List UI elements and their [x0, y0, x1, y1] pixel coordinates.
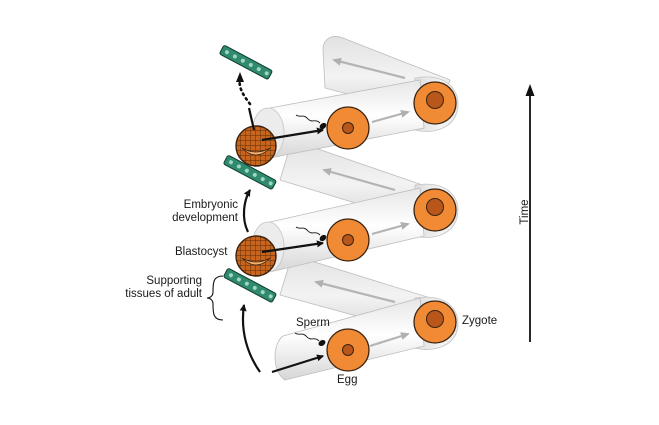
- blastocyst-top: [235, 125, 277, 167]
- egg-cell-bottom: [326, 328, 370, 372]
- arrow-blastocyst-up: [247, 107, 256, 131]
- label-time-axis: Time: [519, 199, 531, 225]
- back-arrow-middle: [322, 168, 396, 192]
- egg-cell-middle: [326, 218, 370, 262]
- front-arrow-top: [371, 110, 410, 124]
- back-arrow-bottom: [314, 279, 396, 304]
- label-embryonic-line2: development: [172, 212, 238, 224]
- tissue-strip-top: [219, 45, 273, 80]
- supporting-tissues-bracket: [206, 275, 224, 321]
- tissue-strip-bottom: [223, 268, 277, 303]
- sperm-cells: [294, 114, 327, 346]
- time-axis-arrowhead: [525, 84, 535, 96]
- front-arrow-middle: [371, 222, 410, 236]
- label-supporting-line1: Supporting: [146, 275, 202, 287]
- arrow-start-to-egg-bottom: [271, 354, 324, 374]
- label-embryonic-line1: Embryonic: [183, 199, 238, 211]
- sperm-icon-bottom: [294, 332, 326, 346]
- label-supporting-tissues: Supporting tissues of adult: [112, 275, 202, 301]
- arrow-embryonic-development-lower: [239, 304, 261, 373]
- back-arrow-top: [332, 57, 406, 80]
- black-arrows: [239, 107, 324, 374]
- zygotes: [413, 81, 457, 344]
- label-blastocyst: Blastocyst: [175, 246, 228, 258]
- label-embryonic-development: Embryonic development: [158, 199, 238, 225]
- tissue-strip-middle: [223, 155, 277, 190]
- zygote-cell-top: [413, 81, 457, 125]
- eggs: [326, 106, 370, 372]
- egg-cell-top: [326, 106, 370, 150]
- sperm-icon-middle: [295, 226, 327, 242]
- tissue-strips: [219, 45, 277, 303]
- zygote-cell-bottom: [413, 300, 457, 344]
- arrow-blastocyst-to-egg-top: [261, 127, 324, 142]
- front-arrow-bottom: [369, 332, 410, 348]
- zygote-cell-middle: [413, 188, 457, 232]
- label-egg: Egg: [337, 374, 358, 386]
- label-supporting-line2: tissues of adult: [125, 288, 202, 300]
- blastocysts: [235, 125, 277, 277]
- arrow-blastocyst-to-egg-middle: [261, 240, 324, 254]
- blastocyst-middle: [235, 235, 277, 277]
- label-zygote: Zygote: [462, 315, 498, 327]
- label-sperm: Sperm: [296, 317, 330, 329]
- arrow-embryonic-development-upper: [242, 189, 251, 233]
